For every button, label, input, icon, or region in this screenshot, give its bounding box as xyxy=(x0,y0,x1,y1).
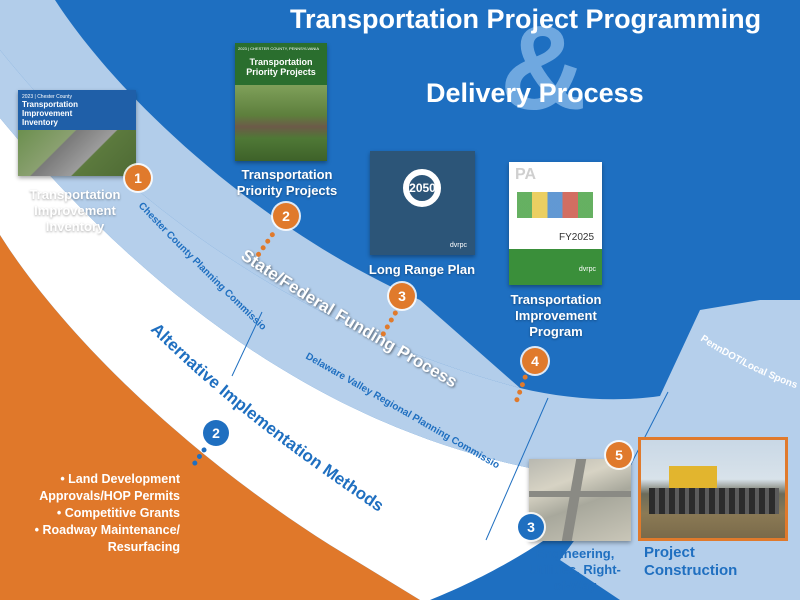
cover-title: Transportation Improvement Inventory xyxy=(22,100,79,127)
cover-signs xyxy=(517,192,593,218)
map-road xyxy=(561,459,587,541)
alt-method-item: Land Development Approvals/HOP Permits xyxy=(10,471,180,505)
divider-line xyxy=(485,397,549,541)
white-arc xyxy=(0,118,620,600)
engineering-badge: 3 xyxy=(518,514,544,540)
step4-label: Transportation Improvement Program xyxy=(510,292,602,339)
page-title-line2: Delivery Process xyxy=(426,78,644,108)
inventory-cover: 2023 | Chester County Transportation Imp… xyxy=(18,90,136,176)
cover-org: dvrpc xyxy=(449,242,467,249)
cover-year: 2050 xyxy=(409,181,436,195)
alt-method-item: Competitive Grants xyxy=(10,505,180,522)
tip-cover: PA FY2025 dvrpc xyxy=(509,162,602,285)
alt-method-item: Roadway Maintenance/ Resurfacing xyxy=(10,522,180,556)
engineering-label: Engineering, Utilities, Right-of-Way xyxy=(529,546,621,593)
photo-machine xyxy=(669,466,717,490)
engineering-map xyxy=(529,459,631,541)
alt-methods-list: Land Development Approvals/HOP Permits C… xyxy=(10,471,180,556)
cover-county: 2023 | Chester County xyxy=(22,94,72,100)
construction-photo-frame xyxy=(638,437,788,541)
step2-label: Transportation Priority Projects xyxy=(236,167,338,198)
step5-label: Project Construction xyxy=(644,544,738,579)
step3-badge: 3 xyxy=(389,283,415,309)
cover-green-band xyxy=(509,249,602,285)
step1-badge: 1 xyxy=(125,165,151,191)
photo-crowd xyxy=(649,488,779,514)
cover-aerial-photo xyxy=(235,85,327,161)
cover-state: PA xyxy=(515,166,537,183)
step4-badge: 4 xyxy=(522,348,548,374)
divider-line xyxy=(627,391,669,471)
page-title-line1: Transportation Project Programming xyxy=(290,4,762,34)
step3-label: Long Range Plan xyxy=(368,262,476,277)
cover-ring xyxy=(403,169,441,207)
step2-badge: 2 xyxy=(273,203,299,229)
cover-photo-collage xyxy=(18,130,136,176)
map-road xyxy=(529,491,631,497)
alt-badge: 2 xyxy=(203,420,229,446)
ampersand: & xyxy=(500,1,587,135)
divider-line xyxy=(231,311,263,377)
priority-cover: 2023 | CHESTER COUNTY, PENNSYLVANIA Tran… xyxy=(235,43,327,161)
cover-fy: FY2025 xyxy=(559,232,595,243)
step5-badge: 5 xyxy=(606,442,632,468)
cover-title: Transportation Priority Projects xyxy=(246,57,316,77)
cover-county: 2023 | CHESTER COUNTY, PENNSYLVANIA xyxy=(238,46,320,51)
step1-label: Transportation Improvement Inventory xyxy=(29,187,121,234)
long-range-cover: 2050 dvrpc xyxy=(370,151,475,255)
cover-org: dvrpc xyxy=(578,266,596,273)
construction-photo xyxy=(641,440,785,538)
